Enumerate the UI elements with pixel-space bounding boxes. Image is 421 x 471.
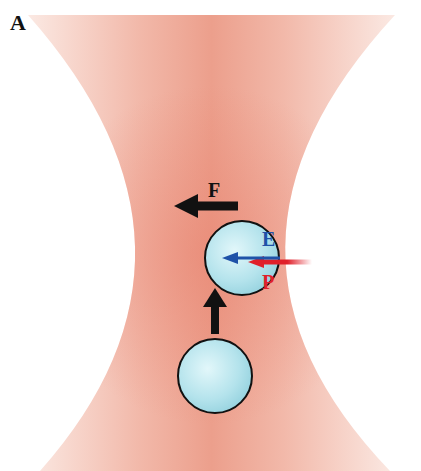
laser-beam <box>28 15 395 471</box>
field-arrow <box>236 257 280 260</box>
field-label: E <box>262 229 275 249</box>
polarization-label: P <box>262 272 274 292</box>
force-arrowhead <box>174 194 198 218</box>
bead-lower <box>178 339 252 413</box>
beam-focus <box>28 15 395 471</box>
field-arrowhead <box>222 252 238 264</box>
panel-letter: A <box>10 12 26 34</box>
bead-upper <box>205 221 279 295</box>
force-label: F <box>208 180 220 200</box>
polarization-arrow <box>262 260 312 265</box>
force-arrow <box>196 202 238 211</box>
motion-arrow <box>211 305 219 334</box>
